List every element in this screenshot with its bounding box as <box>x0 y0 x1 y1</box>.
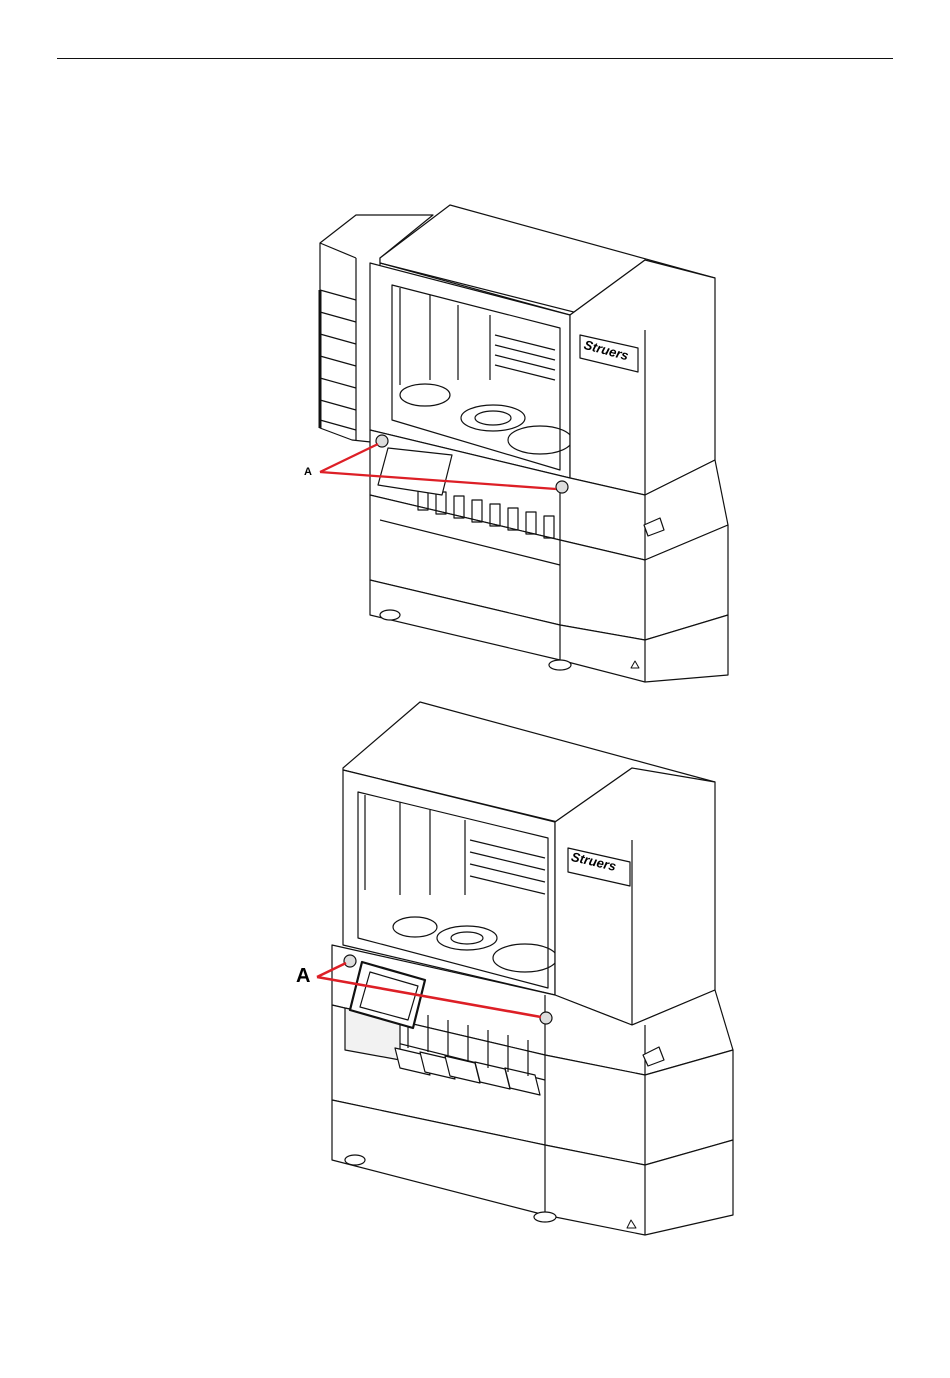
right-tower <box>555 768 715 1025</box>
callout-label: A <box>304 467 312 478</box>
door-button-right <box>540 1012 552 1024</box>
foot <box>549 660 571 670</box>
foot <box>345 1155 365 1165</box>
foot <box>534 1212 556 1222</box>
machine-figure-bottom: A Struers <box>0 690 950 1250</box>
door-button-left <box>344 955 356 967</box>
callout-label: A <box>296 966 310 986</box>
foot <box>380 610 400 620</box>
door-button-right <box>556 481 568 493</box>
machine-figure-top: A Struers <box>0 0 950 700</box>
